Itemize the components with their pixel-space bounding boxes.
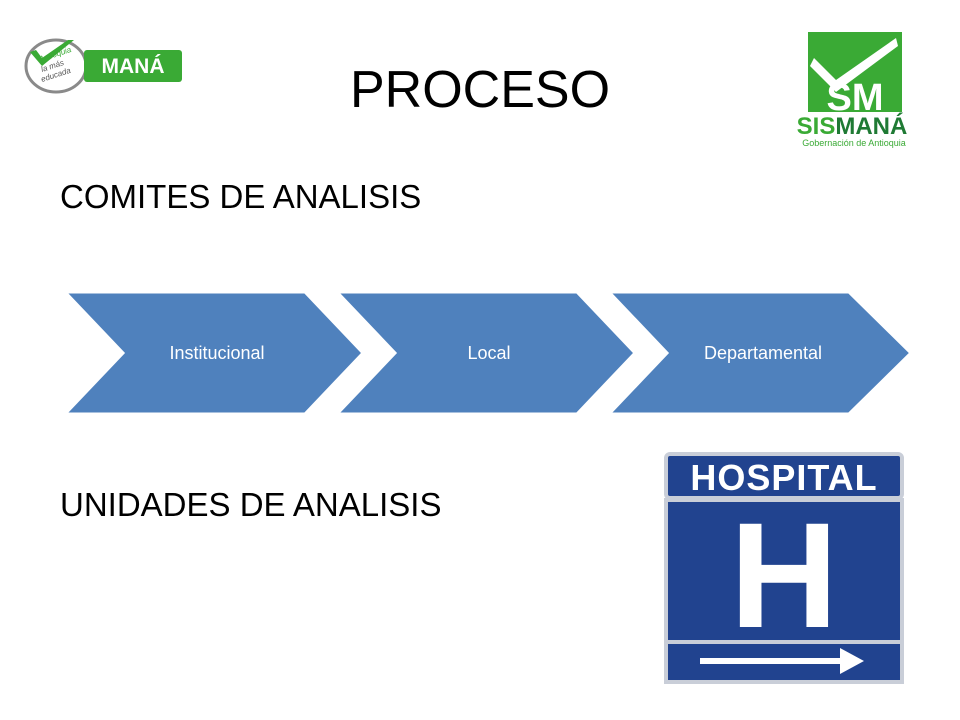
- heading-comites: COMITES DE ANALISIS: [60, 178, 422, 215]
- sign-header-text: HOSPITAL: [690, 457, 877, 498]
- mana-logo: Antioquia la más educada MANÁ: [24, 38, 182, 94]
- step-label-1: Institucional: [169, 343, 264, 363]
- sismana-subtitle: Gobernación de Antioquia: [802, 138, 906, 148]
- chevron-step-3: Departamental: [606, 292, 914, 414]
- slide-title: PROCESO: [349, 61, 611, 119]
- sismana-word: SISMANÁ: [797, 112, 908, 140]
- check-icon: [810, 38, 898, 92]
- mana-badge-text: MANÁ: [102, 55, 165, 78]
- sign-h-letter: H: [730, 491, 838, 659]
- step-label-2: Local: [467, 343, 510, 363]
- mana-badge: [84, 50, 182, 82]
- arrow-right-icon: [700, 648, 864, 674]
- chevron-step-2: Local: [334, 292, 638, 414]
- hospital-sign: HOSPITAL H: [664, 452, 904, 684]
- step-label-3: Departamental: [704, 343, 822, 363]
- heading-unidades: UNIDADES DE ANALISIS: [60, 486, 442, 523]
- sign-main-panel: [664, 498, 904, 684]
- check-icon: [30, 40, 74, 66]
- sismana-logo: SM SISMANÁ Gobernación de Antioquia: [797, 32, 908, 148]
- process-chevrons: Institucional Local Departamental: [65, 292, 914, 414]
- sm-mark: SM: [827, 77, 884, 119]
- chevron-step-1: Institucional: [65, 292, 366, 414]
